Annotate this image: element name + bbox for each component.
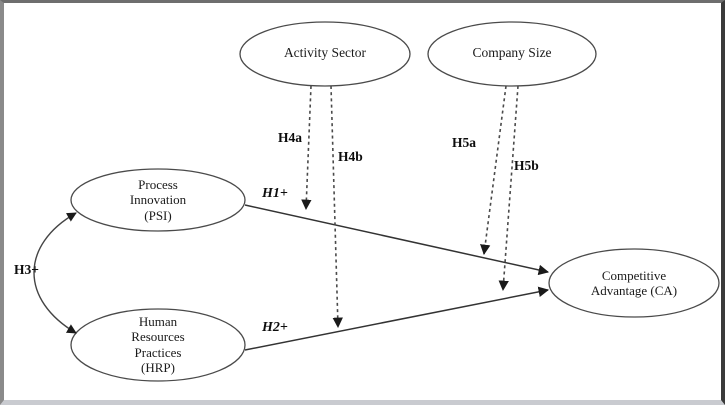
node-ellipse-process-innovation: [70, 168, 246, 232]
path-h5b-arrow: [498, 85, 519, 292]
node-ellipse-activity-sector: [239, 21, 411, 87]
path-h3-curve: [33, 212, 77, 334]
path-h4b-arrow: [330, 85, 343, 329]
path-h2-arrow: [244, 286, 550, 351]
path-h5a-arrow: [480, 85, 507, 256]
node-ellipse-company-size: [427, 21, 597, 87]
path-h1-arrow: [244, 204, 550, 276]
node-ellipse-competitive-advantage: [548, 248, 720, 318]
node-ellipse-human-resources-practices: [70, 308, 246, 382]
path-h4a-arrow: [301, 85, 312, 211]
